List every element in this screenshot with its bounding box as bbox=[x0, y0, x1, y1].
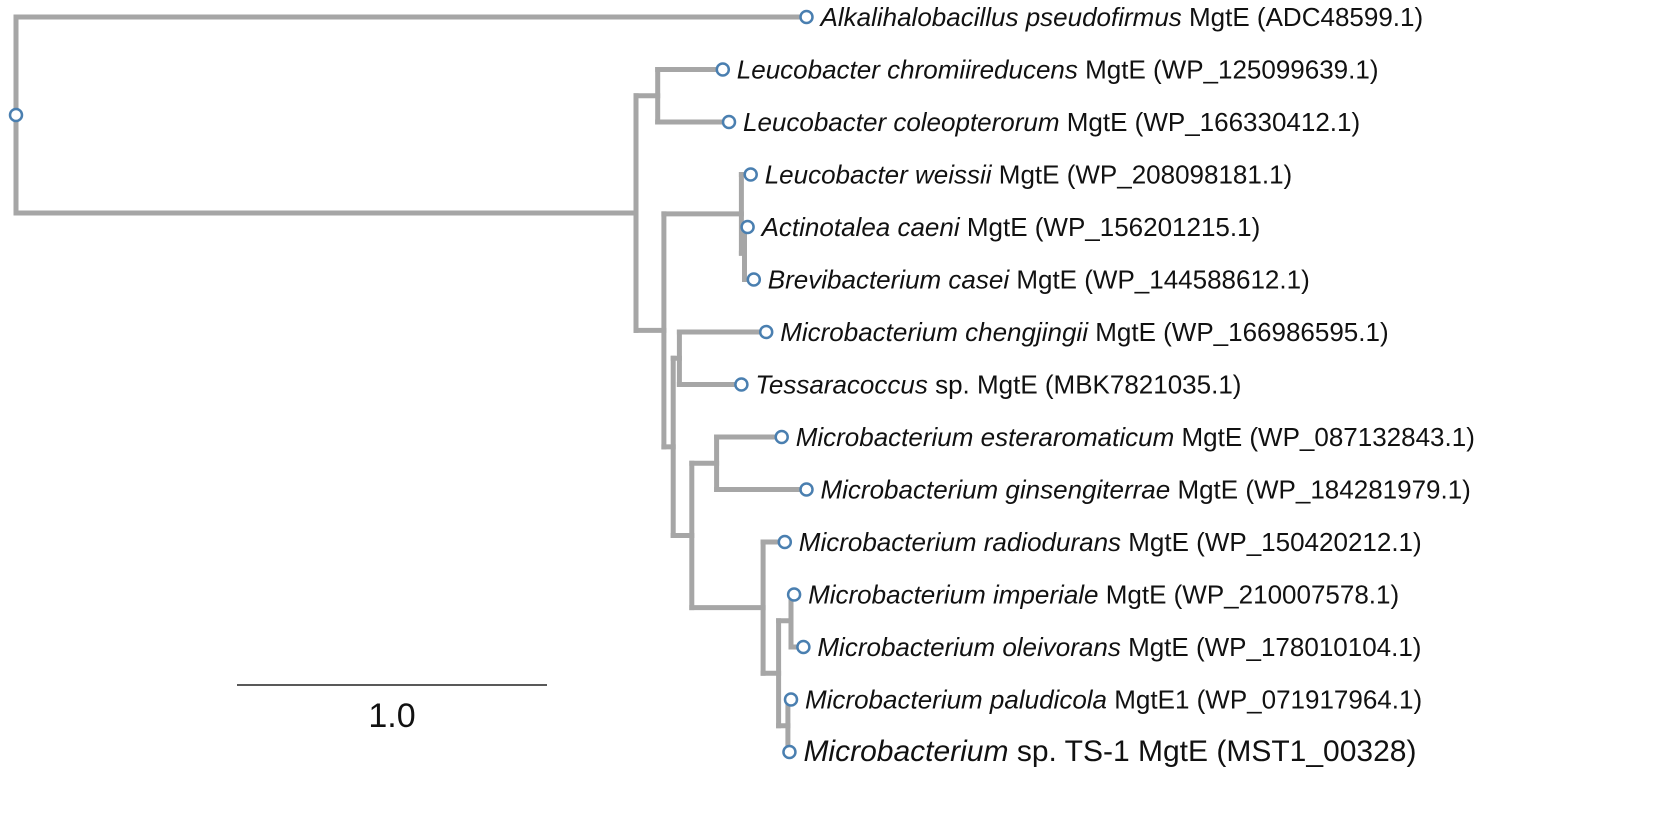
tree-nodes bbox=[8, 9, 814, 760]
tip-label-mrad: Microbacterium radiodurans MgtE (WP_1504… bbox=[799, 527, 1422, 557]
tip-species: Actinotalea caeni bbox=[760, 212, 961, 242]
scale-bar: 1.0 bbox=[237, 684, 547, 735]
tip-accession: MgtE (WP_150420212.1) bbox=[1121, 527, 1422, 557]
tip-node-mest bbox=[774, 429, 789, 445]
tip-species: Microbacterium esteraromaticum bbox=[796, 422, 1175, 452]
tip-node-tess bbox=[734, 377, 749, 392]
tip-species: Microbacterium oleivorans bbox=[817, 632, 1120, 662]
tip-accession: MgtE (WP_166986595.1) bbox=[1088, 317, 1389, 347]
tip-species: Tessaracoccus bbox=[755, 370, 927, 400]
tip-species: Microbacterium ginsengiterrae bbox=[821, 475, 1171, 505]
tip-species: Microbacterium radiodurans bbox=[799, 527, 1121, 557]
tip-species: Leucobacter weissii bbox=[765, 160, 993, 190]
tip-species: Leucobacter coleopterorum bbox=[743, 107, 1060, 137]
tip-accession: MgtE (WP_144588612.1) bbox=[1009, 265, 1310, 295]
tip-accession: MgtE (WP_184281979.1) bbox=[1170, 475, 1471, 505]
tip-species: Microbacterium imperiale bbox=[808, 580, 1098, 610]
tip-label-bcas: Brevibacterium casei MgtE (WP_144588612.… bbox=[768, 265, 1310, 295]
tip-accession: MgtE (WP_166330412.1) bbox=[1060, 107, 1361, 137]
tip-labels: Alkalihalobacillus pseudofirmus MgtE (AD… bbox=[737, 2, 1475, 768]
tip-accession: MgtE (WP_087132843.1) bbox=[1174, 422, 1475, 452]
tip-label-mts1: Microbacterium sp. TS-1 MgtE (MST1_00328… bbox=[803, 735, 1416, 768]
tip-label-acae: Actinotalea caeni MgtE (WP_156201215.1) bbox=[760, 212, 1261, 242]
scale-bar-label: 1.0 bbox=[368, 697, 415, 735]
tip-node-mts1 bbox=[782, 744, 797, 760]
tip-label-tess: Tessaracoccus sp. MgtE (MBK7821035.1) bbox=[755, 370, 1241, 400]
tip-species: Microbacterium paludicola bbox=[805, 685, 1107, 715]
tip-species: Brevibacterium casei bbox=[768, 265, 1011, 295]
tip-label-lchr: Leucobacter chromiireducens MgtE (WP_125… bbox=[737, 55, 1379, 85]
tree-branches bbox=[13, 14, 809, 755]
tip-accession: sp. TS-1 MgtE (MST1_00328) bbox=[1009, 735, 1417, 768]
tip-label-mimp: Microbacterium imperiale MgtE (WP_210007… bbox=[808, 580, 1399, 610]
tip-node-acae bbox=[740, 219, 755, 235]
tip-label-mgin: Microbacterium ginsengiterrae MgtE (WP_1… bbox=[821, 475, 1471, 505]
tip-label-mpal: Microbacterium paludicola MgtE1 (WP_0719… bbox=[805, 685, 1422, 715]
tip-node-lwei bbox=[743, 167, 758, 182]
tip-species: Microbacterium bbox=[803, 735, 1008, 768]
root-node bbox=[8, 107, 24, 123]
tip-species: Microbacterium chengjingii bbox=[780, 317, 1089, 347]
tip-node-mpal bbox=[783, 692, 799, 707]
tip-node-mche bbox=[758, 324, 774, 340]
tip-species: Leucobacter chromiireducens bbox=[737, 55, 1078, 85]
tip-label-mche: Microbacterium chengjingii MgtE (WP_1669… bbox=[780, 317, 1388, 347]
tip-accession: sp. MgtE (MBK7821035.1) bbox=[928, 370, 1242, 400]
tip-node-lchr bbox=[715, 62, 731, 77]
tip-node-mimp bbox=[786, 587, 802, 602]
tip-node-mole bbox=[796, 639, 811, 655]
tip-node-lcol bbox=[721, 114, 737, 130]
tip-accession: MgtE1 (WP_071917964.1) bbox=[1107, 685, 1422, 715]
tip-accession: MgtE (ADC48599.1) bbox=[1182, 2, 1423, 32]
tip-accession: MgtE (WP_208098181.1) bbox=[992, 160, 1293, 190]
tip-node-mgin bbox=[799, 482, 814, 497]
tip-label-lwei: Leucobacter weissii MgtE (WP_208098181.1… bbox=[765, 160, 1293, 190]
tip-accession: MgtE (WP_210007578.1) bbox=[1099, 580, 1400, 610]
tip-node-alk bbox=[799, 9, 814, 25]
tip-label-mole: Microbacterium oleivorans MgtE (WP_17801… bbox=[817, 632, 1421, 662]
tip-label-lcol: Leucobacter coleopterorum MgtE (WP_16633… bbox=[743, 107, 1360, 137]
tip-accession: MgtE (WP_178010104.1) bbox=[1121, 632, 1422, 662]
tip-label-alk: Alkalihalobacillus pseudofirmus MgtE (AD… bbox=[819, 2, 1424, 32]
tip-node-bcas bbox=[746, 272, 762, 287]
tip-label-mest: Microbacterium esteraromaticum MgtE (WP_… bbox=[796, 422, 1475, 452]
tip-accession: MgtE (WP_156201215.1) bbox=[960, 212, 1261, 242]
tip-node-mrad bbox=[777, 534, 793, 550]
tip-species: Alkalihalobacillus pseudofirmus bbox=[819, 2, 1182, 32]
tip-accession: MgtE (WP_125099639.1) bbox=[1078, 55, 1379, 85]
